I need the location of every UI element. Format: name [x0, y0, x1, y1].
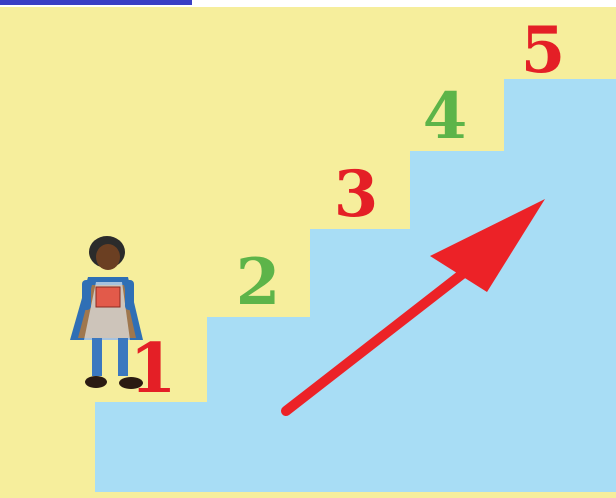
step-number-4: 4: [423, 79, 468, 154]
step-number-2: 2: [236, 245, 281, 320]
step-number-5: 5: [521, 13, 566, 88]
step-number-1: 1: [129, 329, 176, 409]
step-number-3: 3: [334, 157, 379, 232]
